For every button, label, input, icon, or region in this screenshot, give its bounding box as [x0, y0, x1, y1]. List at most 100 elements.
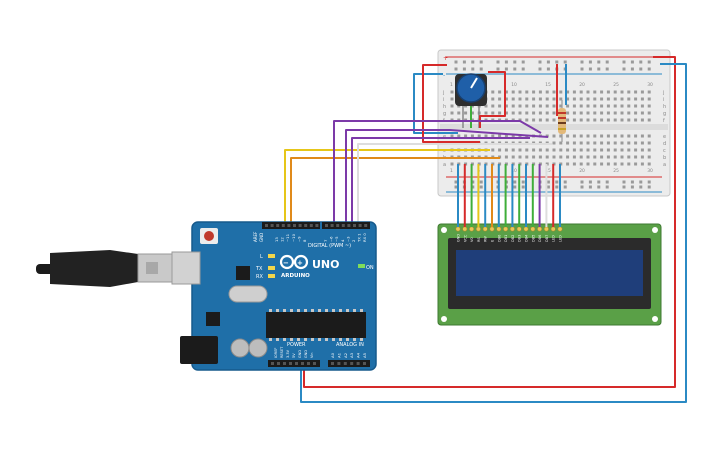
column-number: 1: [450, 168, 453, 174]
arduino-power-jack[interactable]: [180, 336, 218, 364]
potentiometer[interactable]: [455, 73, 487, 128]
column-number: 20: [579, 82, 585, 88]
wires-breadboard-to-lcd[interactable]: [457, 164, 561, 227]
breadboard-hole: [457, 104, 461, 108]
breadboard-hole: [634, 155, 638, 159]
breadboard-hole: [498, 104, 502, 108]
breadboard-hole: [538, 111, 542, 115]
lcd-mount-hole-bl: [441, 316, 447, 322]
header-hole: [265, 224, 268, 227]
breadboard-hole: [579, 90, 583, 94]
lcd-pin: [530, 226, 536, 232]
header-hole: [295, 362, 298, 365]
rail-hole: [597, 185, 601, 189]
wires[interactable]: [284, 56, 687, 403]
breadboard-hole: [464, 134, 468, 138]
lcd-pin-label: DB0: [497, 235, 501, 242]
crystal-oscillator: [228, 285, 268, 303]
lcd-pin-label: DB2: [511, 235, 515, 242]
rail-hole: [471, 180, 475, 184]
rail-hole: [538, 67, 542, 71]
breadboard-hole: [620, 118, 624, 122]
wire-red-rail-to-pot[interactable]: [422, 64, 480, 143]
breadboard-hole: [545, 155, 549, 159]
digital-header-left: [262, 222, 320, 229]
breadboard-hole: [552, 111, 556, 115]
wire-blue-rail-to-pot[interactable]: [413, 73, 458, 134]
breadboard-hole: [606, 90, 610, 94]
rail-hole: [580, 185, 584, 189]
breadboard-hole: [559, 97, 563, 101]
lcd-pin: [509, 226, 515, 232]
mcu-pin: [360, 309, 363, 312]
header-hole: [271, 362, 274, 365]
breadboard-hole: [586, 104, 590, 108]
rail-hole: [513, 180, 517, 184]
wire-purple-d3[interactable]: [351, 137, 530, 228]
rail-hole: [563, 180, 567, 184]
rail-hole: [462, 67, 466, 71]
mcu-pin: [276, 338, 279, 341]
breadboard-hole: [572, 134, 576, 138]
usb-cable[interactable]: [36, 250, 173, 287]
breadboard-hole: [525, 111, 529, 115]
wire-purple-d4[interactable]: [345, 129, 549, 228]
mcu-pin: [346, 309, 349, 312]
breadboard-hole: [484, 134, 488, 138]
wire-red-5v[interactable]: [303, 56, 676, 388]
digital-pin-label: 4: [340, 239, 345, 242]
wire-yellow-d12[interactable]: [284, 149, 490, 228]
column-number: 25: [613, 168, 619, 174]
resistor[interactable]: [558, 100, 566, 142]
breadboard-hole: [620, 162, 624, 166]
breadboard-hole: [538, 104, 542, 108]
rail-hole: [580, 67, 584, 71]
rail-hole: [479, 60, 483, 64]
reset-button[interactable]: [204, 231, 214, 241]
breadboard-hole: [620, 148, 624, 152]
rail-hole: [647, 185, 651, 189]
breadboard-hole: [525, 97, 529, 101]
mcu-pin: [332, 338, 335, 341]
breadboard-hole: [484, 104, 488, 108]
breadboard-hole: [640, 97, 644, 101]
rail-hole: [605, 60, 609, 64]
rail-hole: [588, 185, 592, 189]
breadboard-hole: [504, 148, 508, 152]
breadboard-hole: [627, 97, 631, 101]
digital-pin-label: ~10: [291, 233, 296, 242]
breadboard-hole: [491, 134, 495, 138]
rail-hole: [521, 67, 525, 71]
resistor-band-3: [558, 122, 566, 124]
lcd-pin-label: RS: [477, 237, 481, 242]
wire-blue-gnd[interactable]: [300, 63, 687, 403]
wire-white-d2[interactable]: [357, 143, 552, 228]
breadboard-hole: [552, 148, 556, 152]
led-l: [268, 254, 275, 258]
header-pin-holes: [265, 224, 368, 365]
rail-hole: [630, 60, 634, 64]
breadboard-hole: [586, 111, 590, 115]
resistor-band-2: [558, 117, 566, 119]
breadboard-hole: [572, 90, 576, 94]
arduino-usb-port[interactable]: [171, 251, 201, 285]
rail-hole: [513, 185, 517, 189]
rail-hole: [496, 67, 500, 71]
breadboard-hole: [634, 162, 638, 166]
label-tx: TX: [255, 266, 263, 272]
analog-pin-label: A5: [362, 352, 367, 358]
lcd-pin: [537, 226, 543, 232]
rail-hole: [546, 60, 550, 64]
wire-orange-d11[interactable]: [290, 157, 500, 228]
lcd-pin: [557, 226, 563, 232]
breadboard-hole: [559, 104, 563, 108]
breadboard-hole: [647, 148, 651, 152]
lcd-mount-hole-tl: [441, 227, 447, 233]
analog-pin-label: A1: [336, 352, 341, 358]
wire-purple-d5[interactable]: [333, 120, 542, 228]
